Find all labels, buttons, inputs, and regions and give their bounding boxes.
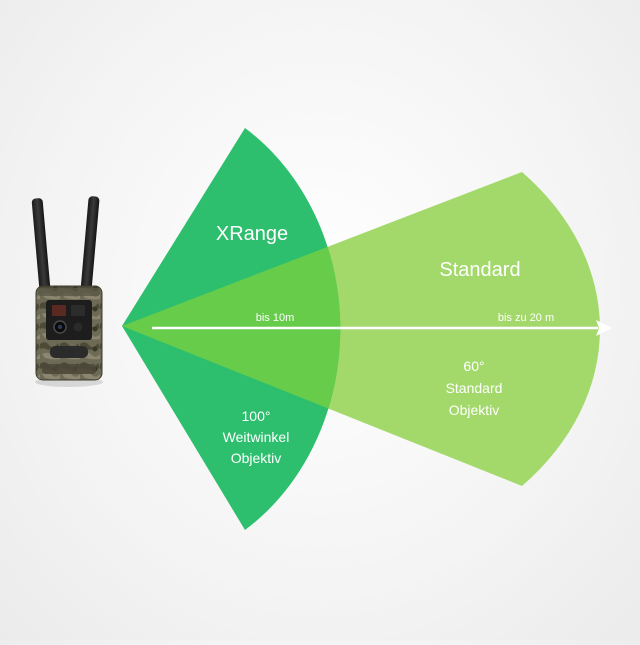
range-arrow xyxy=(152,320,612,336)
xrange-distance-label: bis 10m xyxy=(256,312,295,324)
xrange-lens-type: Weitwinkel xyxy=(223,429,290,445)
xrange-title: XRange xyxy=(216,223,288,245)
standard-title: Standard xyxy=(439,259,520,281)
trail-camera-icon xyxy=(31,196,103,387)
arrow-head-icon xyxy=(596,320,612,336)
standard-lens-angle: 60° xyxy=(463,358,484,374)
xrange-lens-angle: 100° xyxy=(242,408,271,424)
xrange-lens-word: Objektiv xyxy=(231,450,282,466)
antenna-left xyxy=(31,198,51,297)
standard-lens-word: Objektiv xyxy=(449,402,500,418)
pir-sensor xyxy=(50,346,88,358)
standard-lens-type: Standard xyxy=(446,380,503,396)
antenna-right xyxy=(80,196,100,297)
standard-distance-label: bis zu 20 m xyxy=(498,312,554,324)
